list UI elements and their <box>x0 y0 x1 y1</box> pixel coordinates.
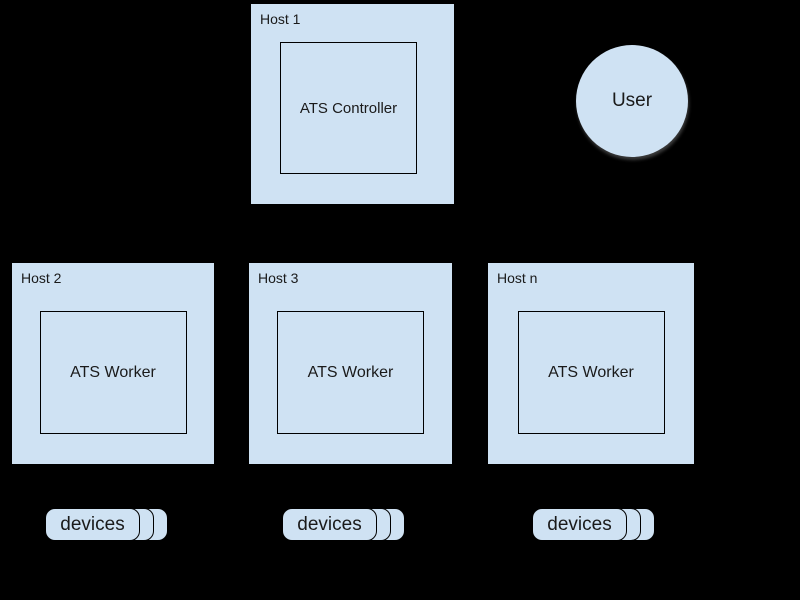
devices-pill: devices <box>45 508 140 541</box>
ats-worker-node: ATS Worker <box>517 311 665 434</box>
ats-worker-label: ATS Worker <box>307 363 394 381</box>
host-label: Host 1 <box>260 11 301 27</box>
devices-pill: devices <box>282 508 377 541</box>
devices-pill: devices <box>532 508 627 541</box>
host-box-worker: Host n ATS Worker <box>487 262 695 465</box>
host-box-controller: Host 1 ATS Controller <box>250 3 455 205</box>
host-label: Host 2 <box>21 270 62 286</box>
ats-worker-label: ATS Worker <box>548 363 634 381</box>
devices-label: devices <box>297 513 362 535</box>
user-label: User <box>611 90 653 111</box>
user-circle: User <box>576 45 688 157</box>
ats-controller-node: ATS Controller <box>280 42 417 174</box>
device-stack: devices <box>282 508 405 542</box>
host-box-worker: Host 2 ATS Worker <box>11 262 215 465</box>
ats-worker-node: ATS Worker <box>277 311 424 434</box>
device-stack: devices <box>45 508 168 542</box>
devices-label: devices <box>547 513 612 535</box>
host-label: Host n <box>497 270 538 286</box>
host-label: Host 3 <box>258 270 299 286</box>
device-stack: devices <box>532 508 655 542</box>
ats-worker-node: ATS Worker <box>39 311 187 434</box>
devices-label: devices <box>60 513 125 535</box>
ats-worker-label: ATS Worker <box>70 363 156 381</box>
host-box-worker: Host 3 ATS Worker <box>248 262 453 465</box>
ats-controller-label: ATS Controller <box>299 99 398 117</box>
